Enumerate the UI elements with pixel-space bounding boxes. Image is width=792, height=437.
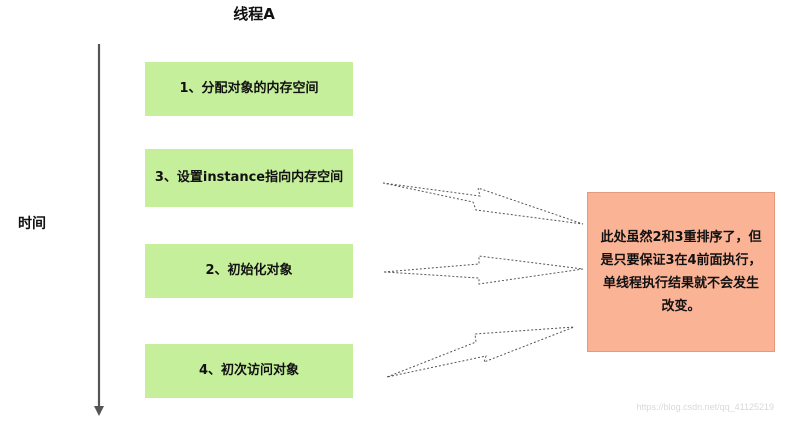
- step-allocate-memory: 1、分配对象的内存空间: [145, 62, 353, 116]
- step-first-access: 4、初次访问对象: [145, 344, 353, 398]
- diagram-title: 线程A: [233, 5, 275, 23]
- watermark: https://blog.csdn.net/qq_41125219: [636, 402, 774, 412]
- time-axis-label: 时间: [18, 216, 46, 232]
- step-initialize-object: 2、初始化对象: [145, 244, 353, 298]
- step-set-instance-pointer: 3、设置instance指向内存空间: [145, 149, 353, 207]
- reorder-explanation-note: 此处虽然2和3重排序了，但是只要保证3在4前面执行，单线程执行结果就不会发生改变…: [587, 192, 775, 352]
- time-axis-arrowhead: [94, 406, 104, 416]
